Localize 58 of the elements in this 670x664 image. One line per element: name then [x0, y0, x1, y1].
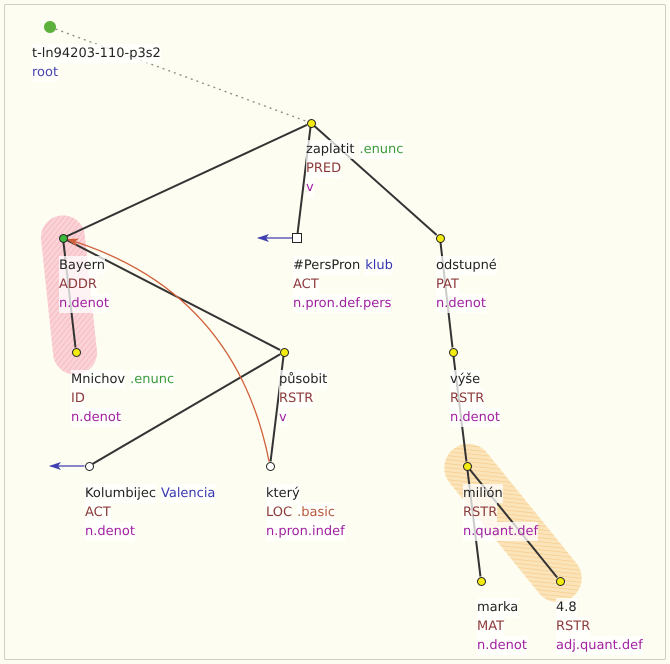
node-functor: RSTR: [279, 389, 314, 408]
node-dot: [84, 462, 94, 470]
node-dot: [476, 576, 486, 586]
node-functor: ACT: [293, 275, 319, 294]
node-type: adj.quant.def: [556, 636, 643, 655]
node-lemma: výše: [450, 370, 480, 389]
node-lemma: 4.8: [556, 598, 577, 617]
node-lemma: Bayern: [59, 256, 105, 275]
node-lemma: #PersPron: [293, 256, 360, 275]
node-functor: ID: [71, 389, 85, 408]
node-lemma: který: [266, 484, 300, 503]
node-type: n.pron.def.pers: [293, 294, 392, 313]
node-attribute: klub: [365, 256, 393, 275]
node-lemma: marka: [477, 598, 518, 617]
node-functor: PAT: [436, 275, 459, 294]
node-type: n.denot: [450, 408, 500, 427]
node-functor: RSTR: [556, 617, 590, 636]
node-dot: [436, 234, 444, 242]
node-tag: root: [32, 63, 58, 82]
node-type: n.denot: [59, 294, 109, 313]
tree-edge: [66, 239, 280, 351]
arrow: [66, 238, 270, 462]
node-subfunctor: .basic: [297, 503, 335, 522]
node-type: n.pron.indef: [266, 522, 345, 541]
node-attribute: Valencia: [160, 484, 216, 503]
node-type: n.denot: [436, 294, 486, 313]
node-lemma: t-ln94203-110-p3s2: [32, 44, 161, 63]
node-attribute: .enunc: [359, 140, 404, 159]
node-type: n.quant.def: [463, 522, 538, 541]
node-lemma: Mnichov: [71, 370, 126, 389]
node-dot: [266, 462, 274, 470]
node-functor: MAT: [477, 617, 504, 636]
node-dot: [448, 348, 458, 356]
node-dot: [306, 118, 316, 128]
node-lemma: milión: [463, 484, 503, 503]
node-dot: [44, 21, 56, 33]
node-lemma: působit: [279, 370, 328, 389]
node-lemma: zaplatit: [306, 140, 354, 159]
node-functor: LOC: [266, 503, 292, 522]
node-square: [292, 233, 302, 243]
node-type: v: [306, 178, 314, 197]
tree-edge: [92, 353, 281, 465]
node-dot: [280, 348, 288, 356]
node-functor: ADDR: [59, 275, 97, 294]
node-type: n.denot: [71, 408, 121, 427]
node-functor: RSTR: [463, 503, 498, 522]
node-functor: RSTR: [450, 389, 484, 408]
arrow: [49, 462, 84, 470]
node-type: n.denot: [85, 522, 135, 541]
tree-edge: [66, 124, 308, 238]
node-functor: PRED: [306, 159, 342, 178]
node-lemma: odstupné: [436, 256, 497, 275]
node-lemma: Kolumbijec: [85, 484, 156, 503]
node-functor: ACT: [85, 503, 111, 522]
arrow: [257, 234, 292, 242]
node-type: n.denot: [477, 636, 527, 655]
node-type: v: [279, 408, 287, 427]
node-attribute: .enunc: [130, 370, 174, 389]
